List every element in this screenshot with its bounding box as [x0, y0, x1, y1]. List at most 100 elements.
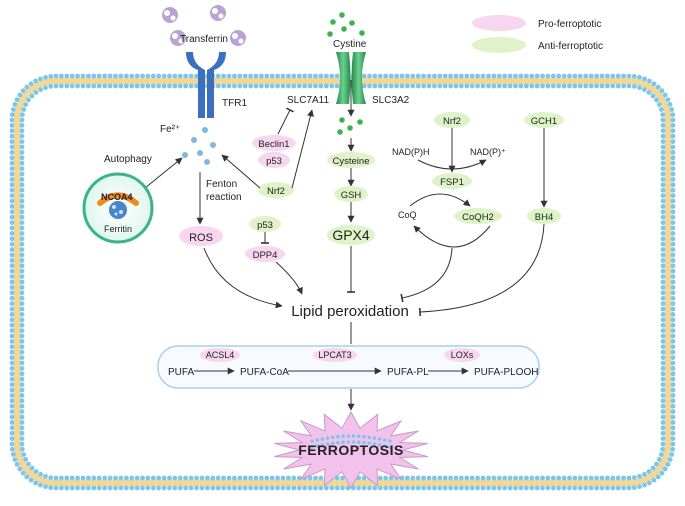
membrane-inner-head — [19, 225, 25, 231]
membrane-inner-head — [23, 102, 29, 107]
membrane-inner-head — [507, 83, 513, 89]
tfr1-receptor — [186, 52, 226, 118]
membrane-outer-head — [605, 73, 610, 79]
burst-membrane-head — [336, 440, 340, 445]
membrane-inner-head — [540, 83, 545, 89]
membrane-outer-head — [118, 485, 124, 491]
burst-membrane-head — [377, 437, 382, 441]
membrane-outer-head — [670, 247, 676, 253]
membrane-inner-head — [275, 475, 280, 481]
membrane-outer-head — [9, 366, 15, 371]
membrane-outer-head — [9, 279, 15, 285]
membrane-inner-head — [19, 268, 25, 274]
membrane-outer-head — [232, 73, 237, 79]
membrane-inner-head — [19, 360, 25, 366]
membrane-outer-head — [550, 73, 556, 79]
membrane-inner-head — [150, 83, 156, 89]
membrane-inner-head — [426, 83, 432, 89]
membrane-outer-head — [20, 470, 26, 476]
membrane-inner-head — [656, 457, 662, 462]
membrane-inner-head — [145, 475, 151, 481]
membrane-inner-head — [19, 290, 25, 296]
membrane-outer-head — [307, 73, 313, 79]
membrane-inner-head — [660, 263, 666, 269]
membrane-outer-head — [64, 73, 70, 79]
membrane-inner-head — [658, 107, 664, 112]
membrane-inner-head — [399, 83, 405, 89]
ferroptosis-burst — [274, 410, 428, 490]
membrane-outer-head — [432, 485, 437, 491]
burst-membrane-head — [383, 444, 387, 448]
membrane-inner-head — [660, 258, 666, 263]
membrane-outer-head — [323, 485, 329, 491]
bh4-inhibit-lipid — [418, 223, 545, 317]
membrane-outer-head — [9, 225, 15, 231]
membrane-outer-head — [670, 349, 676, 355]
membrane-outer-head — [631, 73, 637, 79]
pufa-plooh-label: PUFA-PLOOH — [474, 367, 538, 378]
membrane-inner-head — [48, 475, 54, 480]
membrane-inner-head — [269, 475, 275, 481]
membrane-inner-head — [660, 339, 666, 344]
membrane-outer-head — [264, 485, 270, 491]
nadph-to-nadp-curve — [417, 159, 487, 170]
membrane-inner-head — [660, 306, 666, 312]
membrane-outer-head — [9, 312, 15, 317]
membrane-inner-head — [19, 301, 25, 306]
membrane-inner-head — [660, 155, 666, 161]
membrane-inner-head — [291, 83, 297, 89]
membrane-inner-head — [605, 475, 610, 481]
membrane-inner-head — [53, 83, 59, 89]
membrane-outer-head — [323, 73, 329, 79]
membrane-inner-head — [442, 475, 448, 481]
membrane-outer-head — [9, 274, 15, 279]
membrane-outer-head — [670, 387, 676, 393]
membrane-inner-head — [29, 465, 35, 471]
membrane-outer-head — [475, 485, 480, 491]
nrf2-activate-slc7a11 — [291, 109, 314, 189]
membrane-inner-head — [69, 83, 75, 89]
membrane-inner-head — [415, 83, 421, 89]
membrane-outer-head — [399, 485, 405, 491]
membrane-outer-head — [9, 290, 15, 296]
membrane-outer-head — [432, 73, 437, 79]
membrane-outer-head — [9, 139, 15, 145]
membrane-inner-head — [19, 144, 25, 150]
membrane-outer-head — [405, 485, 410, 491]
burst-membrane-head — [377, 443, 382, 447]
membrane-inner-head — [313, 83, 318, 89]
membrane-inner-head — [660, 322, 666, 328]
membrane-inner-head — [291, 475, 297, 481]
membrane-outer-head — [670, 268, 676, 274]
membrane-inner-head — [19, 403, 25, 409]
burst-membrane-head — [362, 434, 366, 439]
membrane-outer-head — [113, 485, 118, 491]
membrane-outer-head — [437, 73, 443, 79]
membrane-outer-head — [513, 485, 518, 491]
membrane-outer-head — [642, 482, 647, 488]
membrane-outer-head — [9, 333, 15, 339]
membrane-inner-head — [19, 317, 25, 323]
membrane-outer-head — [150, 73, 156, 79]
gpx4-text: GPX4 — [332, 227, 370, 243]
membrane-inner-head — [561, 83, 567, 89]
lpcat3-pill — [313, 348, 357, 362]
membrane-inner-head — [96, 83, 102, 89]
membrane-outer-head — [561, 485, 567, 491]
membrane-outer-head — [513, 73, 518, 79]
membrane-outer-head — [637, 74, 642, 80]
burst-membrane-head — [388, 445, 392, 449]
membrane-inner-head — [637, 473, 642, 479]
membrane-inner-head — [572, 475, 578, 481]
membrane-inner-head — [459, 475, 464, 481]
membrane-inner-head — [486, 83, 491, 89]
membrane-outer-head — [43, 74, 48, 80]
membrane-outer-head — [442, 485, 448, 491]
membrane-outer-head — [28, 81, 34, 87]
membrane-outer-head — [670, 150, 676, 155]
membrane-inner-head — [334, 83, 340, 89]
membrane-inner-head — [518, 475, 524, 481]
membrane-outer-head — [594, 485, 599, 491]
membrane-outer-head — [670, 182, 676, 188]
membrane-outer-head — [48, 485, 54, 491]
